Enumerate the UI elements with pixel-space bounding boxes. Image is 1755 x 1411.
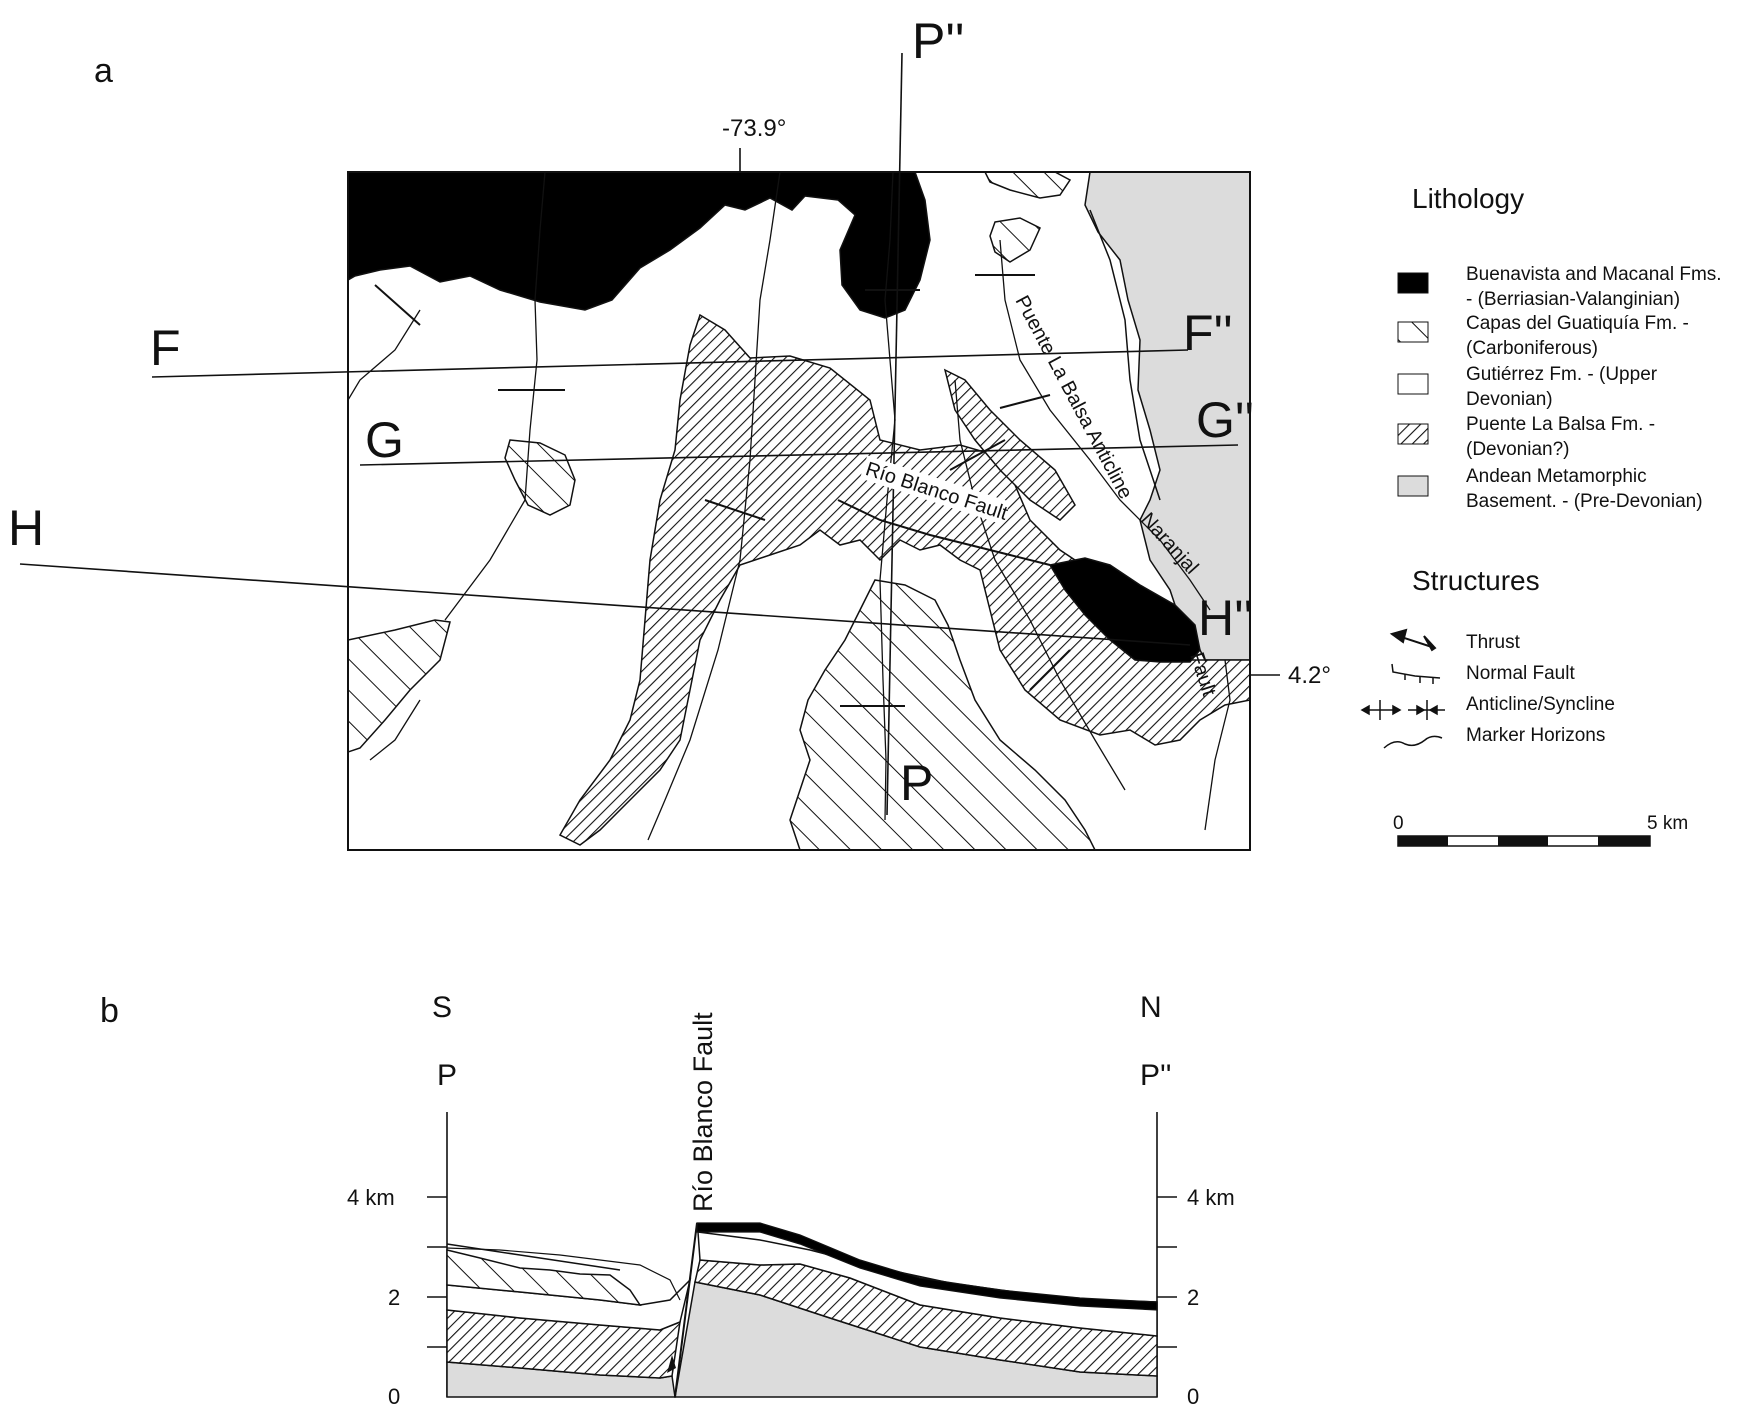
legend-basement-line2: Basement. - (Pre-Devonian): [1466, 491, 1703, 512]
left-tick-4km: 4 km: [347, 1185, 395, 1210]
river-west: [444, 172, 546, 621]
legend-buenavista-line2: - (Berriasian-Valanginian): [1466, 289, 1680, 310]
buenavista-macanal-unit-east: [1048, 557, 1201, 663]
fold-arrows: [374, 274, 1071, 707]
river-p-section: [879, 172, 896, 821]
section-topography-left: [446, 1243, 621, 1271]
south-label: S: [432, 991, 452, 1024]
rio-blanco-fault-trace: [837, 499, 1051, 566]
cross-section: S N P P'' 4 km 2 0 4 km 2 0: [347, 991, 1235, 1409]
legend-buenavista-line1: Buenavista and Macanal Fms.: [1466, 264, 1722, 285]
longitude-label: -73.9°: [722, 115, 786, 142]
legend-puente-line1: Puente La Balsa Fm. -: [1466, 414, 1655, 435]
scale-bar: 0 5 km: [1393, 813, 1688, 847]
normal-fault-icon: [1391, 663, 1441, 684]
contact-northwest: [348, 309, 421, 401]
buenavista-macanal-unit-north: [348, 172, 931, 319]
guatiquia-unit-south: [789, 579, 1096, 850]
guatiquia-outlier-north: [984, 172, 1072, 199]
legend: Lithology Buenavista and Macanal Fms. - …: [1360, 183, 1722, 847]
left-tick-0: 0: [388, 1384, 400, 1409]
legend-thrust: Thrust: [1466, 632, 1521, 653]
panel-label-b: b: [100, 992, 119, 1030]
legend-fold: Anticline/Syncline: [1466, 694, 1615, 715]
river-east: [954, 379, 1126, 791]
legend-guatiquia-line1: Capas del Guatiquía Fm. -: [1466, 313, 1689, 334]
panel-label-a: a: [94, 52, 113, 90]
section-end-label: P'': [1140, 1059, 1171, 1092]
legend-swatch-basement: [1397, 475, 1429, 497]
right-tick-0: 0: [1187, 1384, 1199, 1409]
lithology-title: Lithology: [1412, 183, 1524, 214]
guatiquia-unit-southwest: [348, 619, 451, 753]
fault-motion-arrow: [667, 1355, 676, 1373]
latitude-label: 4.2°: [1288, 662, 1331, 689]
legend-guatiquia-line2: (Carboniferous): [1466, 338, 1598, 359]
rio-blanco-fault-section-label: Río Blanco Fault: [688, 1012, 718, 1212]
section-label-h: H: [8, 500, 44, 556]
section-lines: [19, 52, 1280, 816]
left-tick-2: 2: [388, 1285, 400, 1310]
anticline-trace-east: [999, 239, 1211, 611]
section-label-h2: H'': [1198, 590, 1253, 646]
section-label-f: F: [150, 320, 181, 376]
legend-normal-fault: Normal Fault: [1466, 663, 1575, 684]
map-frame: [347, 171, 1251, 851]
puente-la-balsa-unit-central: [558, 313, 1250, 846]
axis-ticks: [427, 1196, 1177, 1348]
structures-title: Structures: [1412, 565, 1540, 596]
legend-puente-line2: (Devonian?): [1466, 439, 1570, 460]
marker-horizon-icon: [1383, 735, 1443, 749]
puente-la-balsa-unit-east: [943, 368, 1076, 521]
right-tick-4km: 4 km: [1187, 1185, 1235, 1210]
legend-swatch-puente: [1397, 423, 1429, 445]
rio-blanco-fault-section-line: [674, 1222, 698, 1398]
geologic-map: -73.9° 4.2° F F'' G G'' H H'' P P'' Río …: [8, 13, 1331, 851]
section-label-p2: P'': [912, 13, 964, 69]
fold-icon: [1360, 700, 1445, 720]
section-label-g: G: [365, 412, 404, 468]
legend-marker-horizons: Marker Horizons: [1466, 725, 1605, 746]
legend-swatch-gutierrez: [1397, 373, 1429, 395]
section-buenavista-right: [696, 1222, 1158, 1311]
legend-basement-line1: Andean Metamorphic: [1466, 466, 1647, 487]
section-label-g2: G'': [1196, 392, 1254, 448]
legend-swatch-buenavista: [1397, 272, 1429, 294]
scale-end-label: 5 km: [1647, 813, 1688, 834]
section-label-p: P: [900, 755, 933, 811]
right-tick-2: 2: [1187, 1285, 1199, 1310]
contact-southwest: [369, 699, 421, 761]
section-label-f2: F'': [1183, 305, 1233, 361]
section-start-label: P: [437, 1059, 457, 1092]
river-central: [647, 172, 781, 841]
section-horizon-left: [446, 1247, 681, 1301]
thrust-icon: [1389, 628, 1437, 652]
normal-fault-trace: [1089, 209, 1161, 501]
north-label: N: [1140, 991, 1162, 1024]
guatiquia-outlier-northeast: [989, 217, 1041, 263]
scale-start-label: 0: [1393, 813, 1404, 834]
contact-southeast: [1204, 659, 1231, 831]
guatiquia-outlier-west: [504, 439, 576, 516]
section-guatiquia-left: [446, 1249, 642, 1306]
legend-gutierrez-line1: Gutiérrez Fm. - (Upper: [1466, 364, 1658, 385]
legend-swatch-guatiquia: [1397, 321, 1429, 343]
legend-gutierrez-line2: Devonian): [1466, 389, 1553, 410]
